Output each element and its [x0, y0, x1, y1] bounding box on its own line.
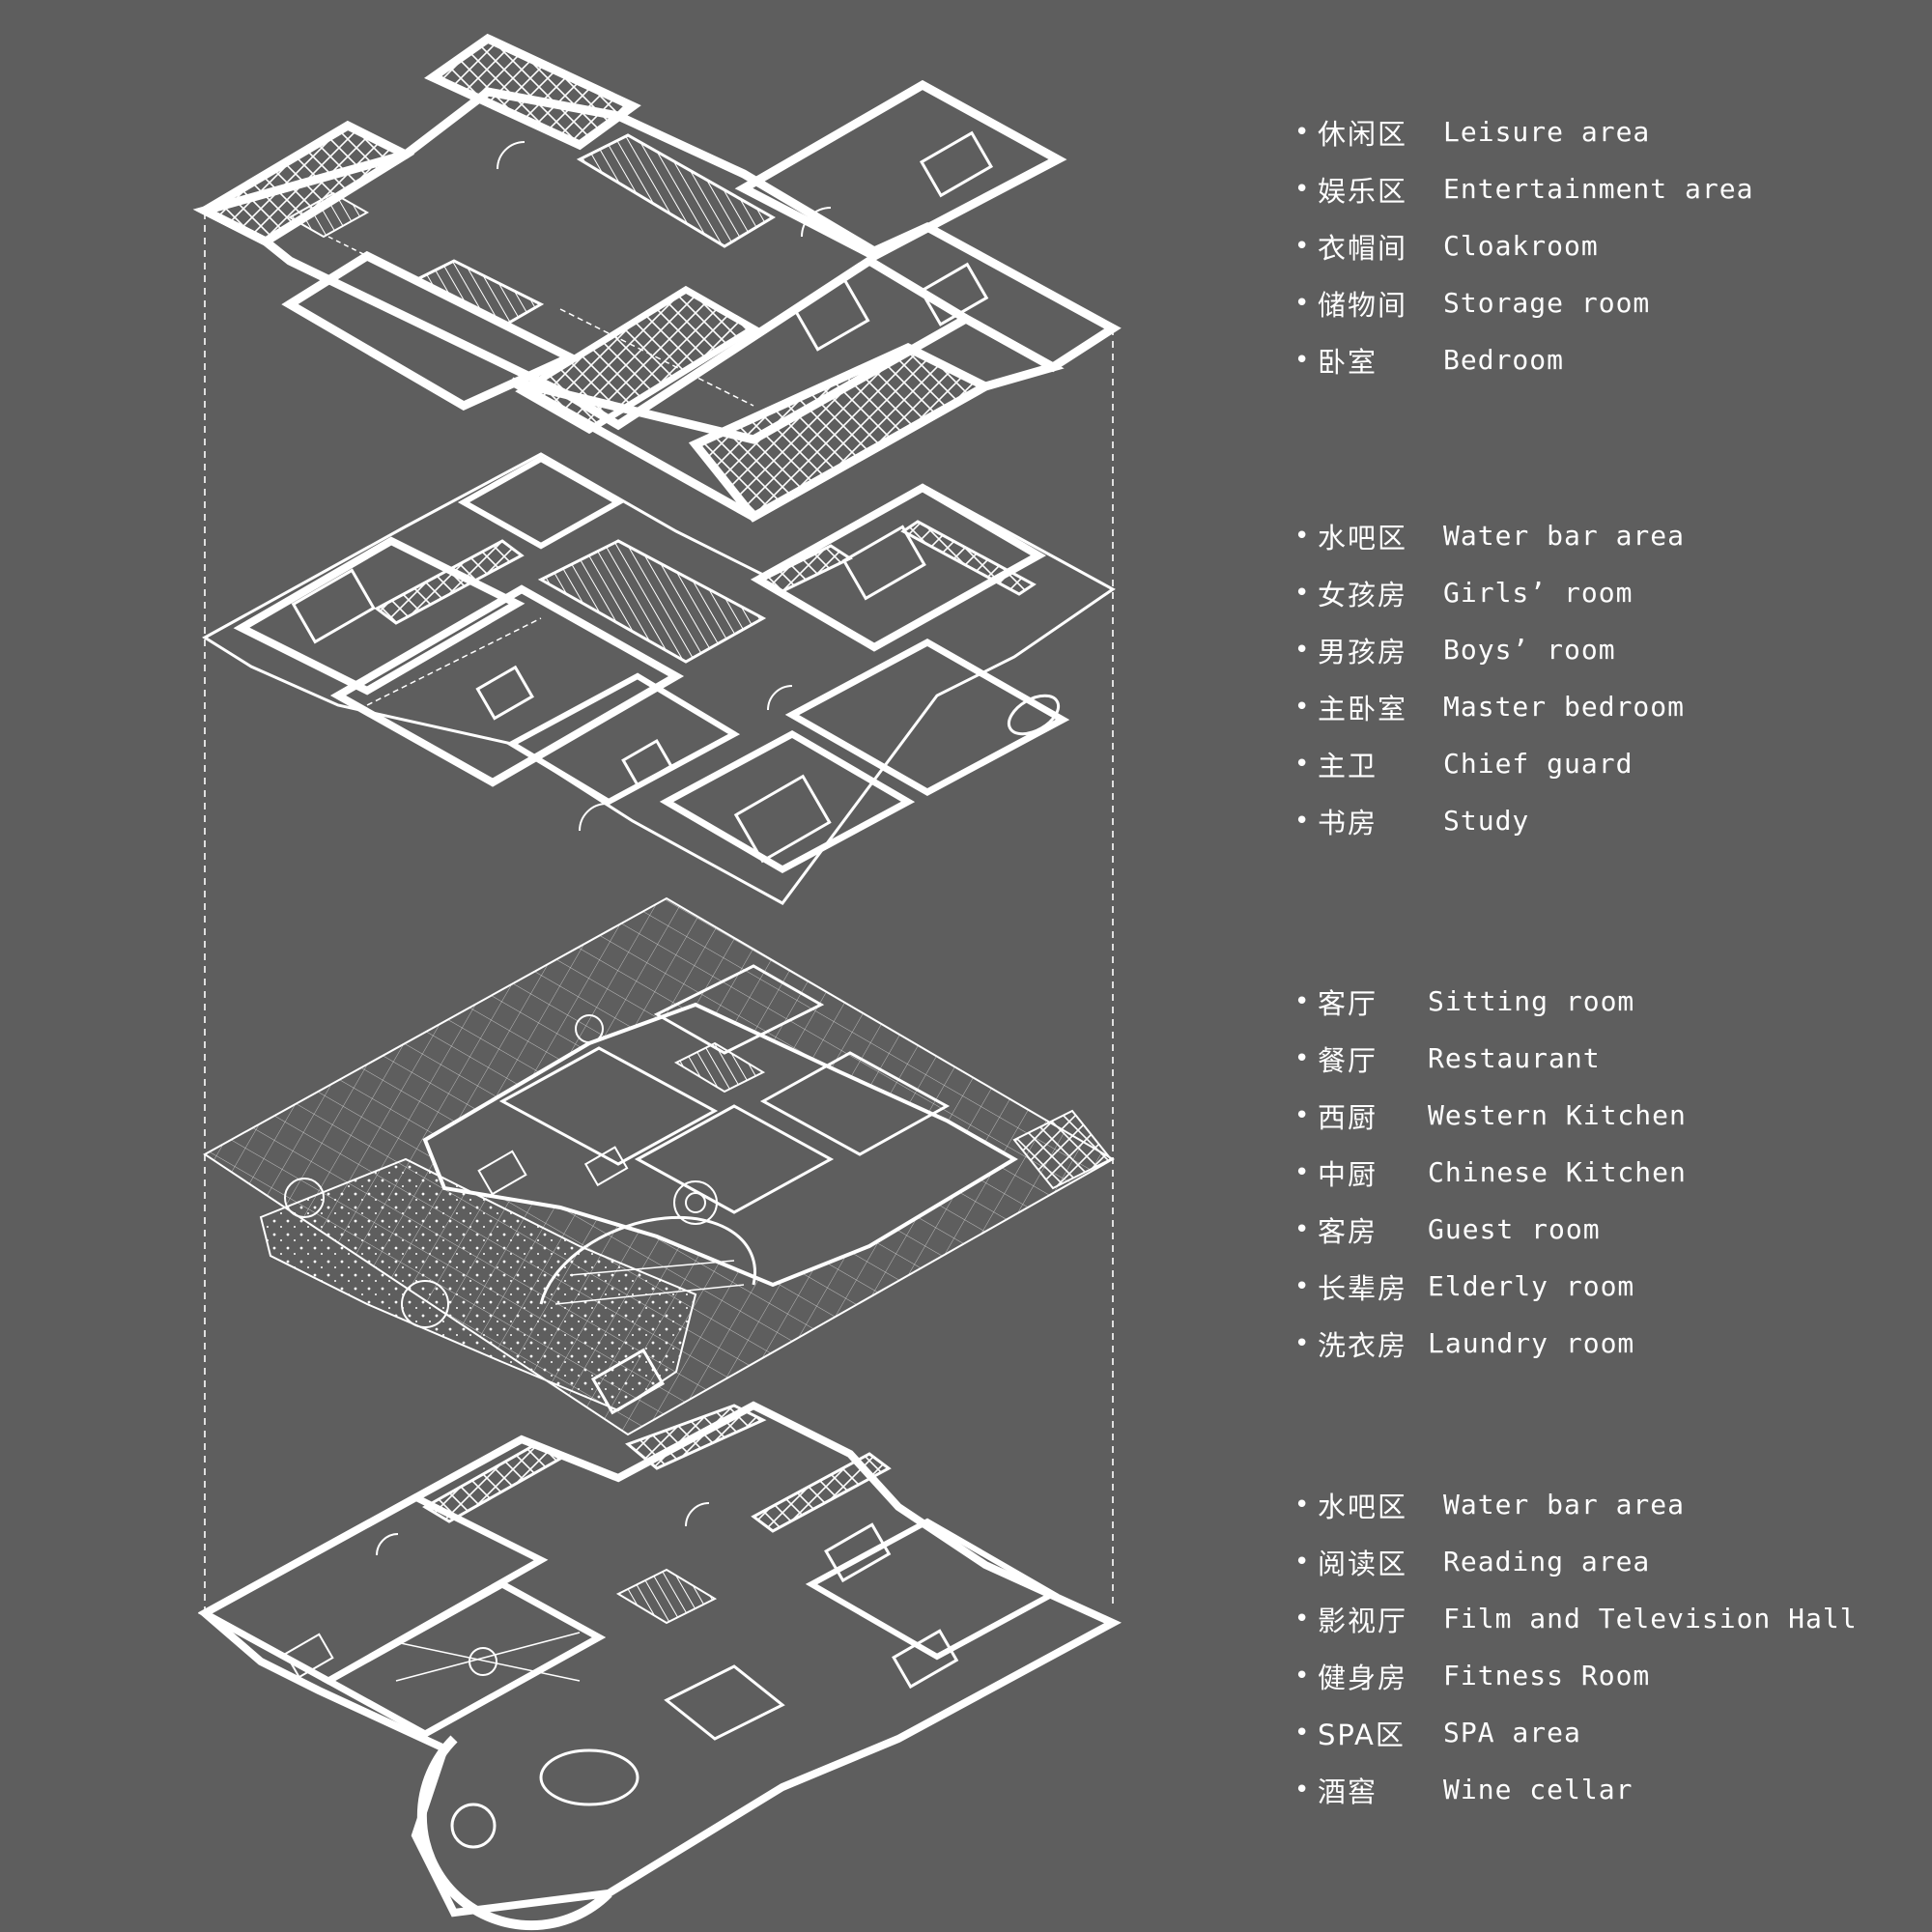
- second-bath-north: [457, 455, 625, 550]
- floor-plan-basement: [197, 1401, 1122, 1931]
- floor-plan-second: [202, 452, 1116, 905]
- basement-spa-pool: [664, 1664, 785, 1741]
- basement-film-hall: [321, 1580, 607, 1738]
- ground-sofa-area: [653, 964, 825, 1055]
- second-master-suite: [659, 729, 916, 874]
- basement-fitness-room: [805, 1518, 1060, 1661]
- top-bottom-wing: [509, 313, 1065, 523]
- ground-kitchen: [759, 1051, 951, 1156]
- top-lower-wing: [281, 250, 581, 412]
- basement-hatched-right: [751, 1452, 892, 1533]
- top-hatched-small: [287, 191, 370, 239]
- basement-wine-cellar-curve: [416, 1735, 612, 1931]
- top-terrace-north: [424, 33, 641, 151]
- top-leisure-room: [734, 79, 1067, 262]
- floor-plan-top: [192, 33, 1122, 523]
- ground-house-footprint: [422, 1002, 1018, 1288]
- second-master-bedroom: [329, 584, 685, 787]
- second-stair-hall: [537, 539, 767, 664]
- second-girls-room: [750, 483, 1047, 652]
- top-stairs-b: [412, 259, 545, 328]
- ground-stair: [673, 1041, 766, 1094]
- second-hatched-strip-a: [374, 539, 525, 625]
- basement-stair: [615, 1568, 718, 1625]
- top-stairs: [576, 133, 776, 248]
- ground-semicircle-terrace: [539, 1215, 757, 1305]
- floor-plan-ground: [203, 896, 1116, 1436]
- second-study: [505, 672, 741, 806]
- second-chief-guard: [784, 639, 1070, 796]
- top-main-body: [192, 87, 1122, 431]
- basement-hatched-top: [625, 1404, 767, 1470]
- second-outer-boundary: [202, 452, 1116, 905]
- ground-living-room: [498, 1046, 719, 1166]
- ground-side-strip: [1012, 1109, 1113, 1190]
- second-hatched-strip-b: [900, 520, 1037, 596]
- second-boys-room: [233, 536, 526, 696]
- basement-outer-walls: [198, 1401, 1122, 1918]
- basement-hatched-left: [422, 1442, 563, 1523]
